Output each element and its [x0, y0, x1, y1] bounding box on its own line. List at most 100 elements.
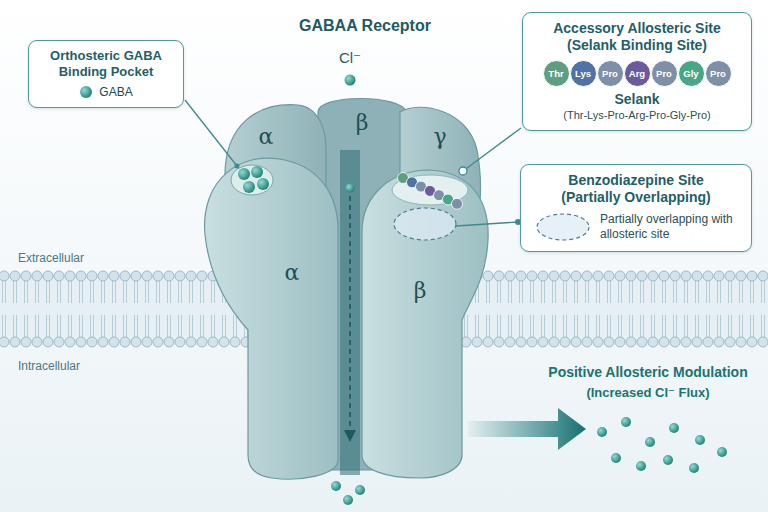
lipid-tail: [192, 281, 193, 303]
lipid-head: [637, 271, 647, 281]
lipid-head: [736, 337, 746, 347]
binding-pocket-callout: Orthosteric GABA Binding PocketGABA: [28, 40, 184, 108]
lipid-tail: [552, 281, 553, 303]
lipid-head: [109, 337, 119, 347]
residue-fill: [597, 61, 623, 87]
lipid-head: [0, 337, 9, 347]
lipid-tail: [13, 315, 14, 337]
effect-label: (Increased Cl⁻ Flux): [586, 385, 709, 400]
lipid-tail: [35, 281, 36, 303]
lipid-tail: [71, 315, 72, 337]
chloride-ion: [597, 427, 607, 437]
residue-name: Lys: [570, 60, 597, 87]
lipid-tail: [156, 315, 157, 337]
lipid-tail: [588, 281, 589, 303]
lipid-tail: [662, 315, 663, 337]
allosteric-site-callout: Accessory Allosteric Site (Selank Bindin…: [522, 12, 752, 131]
subunit-label: α: [259, 124, 274, 149]
lipid-head: [604, 271, 614, 281]
lipid-head: [21, 337, 31, 347]
lipid-tail: [522, 315, 523, 337]
lipid-tail: [5, 281, 6, 303]
lipid-tail: [665, 315, 666, 337]
lipid-tail: [5, 315, 6, 337]
lipid-head: [10, 271, 20, 281]
lipid-tail: [123, 315, 124, 337]
lipid-head: [98, 337, 108, 347]
lipid-tail: [511, 315, 512, 337]
lipid-head: [505, 337, 515, 347]
gaba-molecule: [80, 86, 92, 98]
lipid-head: [175, 337, 185, 347]
lipid-tail: [651, 315, 652, 337]
lipid-tail: [585, 281, 586, 303]
lipid-tail: [577, 315, 578, 337]
lipid-tail: [599, 281, 600, 303]
lipid-tail: [167, 281, 168, 303]
lipid-head: [54, 271, 64, 281]
lipid-tail: [126, 281, 127, 303]
lipid-head: [648, 337, 658, 347]
lipid-head: [703, 337, 713, 347]
lipid-head: [692, 337, 702, 347]
lipid-head: [120, 271, 130, 281]
lipid-head: [494, 271, 504, 281]
lipid-tail: [530, 315, 531, 337]
lipid-tail: [211, 281, 212, 303]
lipid-tail: [57, 315, 58, 337]
lipid-head: [32, 271, 42, 281]
chloride-ion: [645, 437, 655, 447]
lipid-tail: [643, 281, 644, 303]
lipid-tail: [134, 281, 135, 303]
lipid-head: [758, 271, 768, 281]
lipid-head: [505, 271, 515, 281]
lipid-head: [76, 337, 86, 347]
lipid-head: [659, 337, 669, 347]
lipid-tail: [233, 315, 234, 337]
lipid-tail: [2, 281, 3, 303]
lipid-tail: [134, 315, 135, 337]
subunit-label: β: [356, 110, 369, 135]
lipid-head: [703, 271, 713, 281]
lipid-tail: [189, 315, 190, 337]
lipid-tail: [203, 281, 204, 303]
lipid-tail: [27, 315, 28, 337]
diagram-title: GABAA Receptor: [299, 17, 431, 35]
lipid-head: [626, 271, 636, 281]
lipid-head: [164, 337, 174, 347]
lipid-tail: [49, 281, 50, 303]
lipid-head: [648, 271, 658, 281]
lipid-tail: [739, 315, 740, 337]
gaba-molecule: [251, 166, 263, 178]
lipid-tail: [511, 281, 512, 303]
lipid-tail: [544, 315, 545, 337]
lipid-tail: [662, 281, 663, 303]
lipid-tail: [137, 281, 138, 303]
lipid-head: [747, 271, 757, 281]
lipid-tail: [728, 315, 729, 337]
lipid-tail: [2, 315, 3, 337]
lipid-tail: [90, 315, 91, 337]
lipid-head: [54, 337, 64, 347]
lipid-tail: [629, 315, 630, 337]
lipid-tail: [222, 315, 223, 337]
selank-residue-bead: [452, 198, 463, 209]
lipid-tail: [632, 315, 633, 337]
chloride-ion: [346, 184, 355, 193]
residue-name: Arg: [624, 60, 651, 87]
lipid-tail: [24, 281, 25, 303]
lipid-tail: [695, 315, 696, 337]
gaba-icon: [79, 85, 93, 99]
lipid-tail: [200, 315, 201, 337]
lipid-tail: [533, 315, 534, 337]
chloride-ion: [343, 495, 353, 505]
lipid-tail: [750, 315, 751, 337]
lipid-head: [87, 271, 97, 281]
lipid-tail: [610, 281, 611, 303]
lipid-tail: [156, 281, 157, 303]
lipid-tail: [698, 315, 699, 337]
lipid-tail: [145, 281, 146, 303]
lipid-tail: [497, 315, 498, 337]
lipid-head: [582, 271, 592, 281]
lipid-tail: [159, 315, 160, 337]
